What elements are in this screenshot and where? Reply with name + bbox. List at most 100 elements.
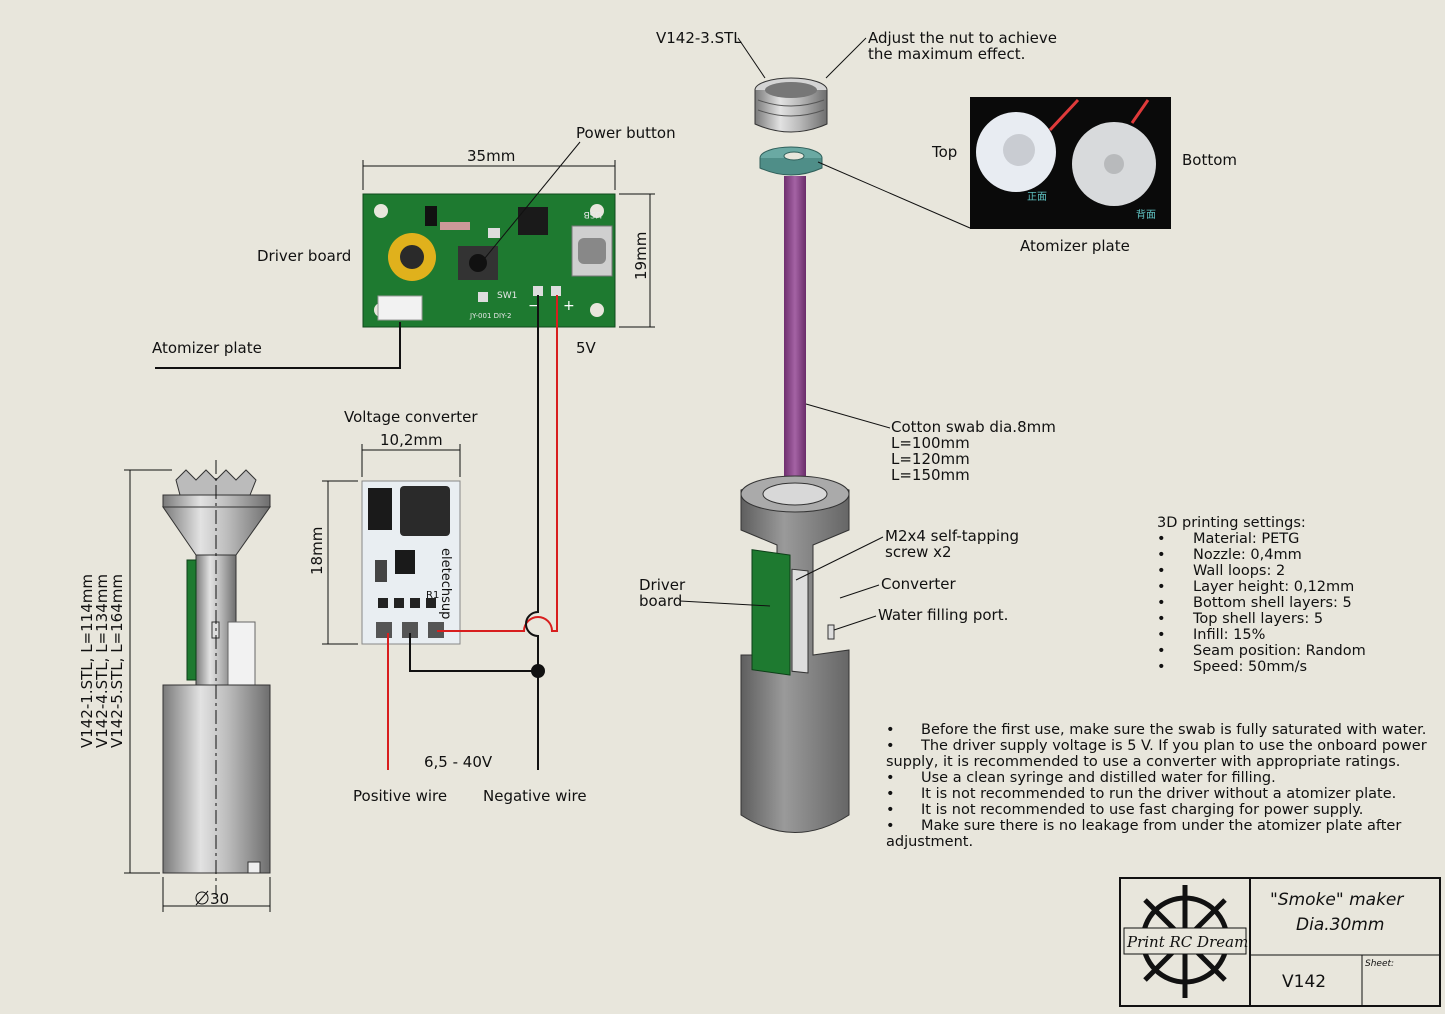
screw-line1: M2x4 self-tapping xyxy=(885,527,1019,545)
plate-top-cn: 正面 xyxy=(1027,192,1047,203)
setting-item: •Nozzle: 0,4mm xyxy=(1157,547,1302,563)
title-line2: Dia.30mm xyxy=(1296,915,1384,935)
v142-3-label: V142-3.STL xyxy=(656,29,742,47)
side-view-assembly xyxy=(162,460,271,895)
setting-item: •Bottom shell layers: 5 xyxy=(1157,595,1352,611)
driver-board-right-line1: Driver xyxy=(639,576,686,594)
mounting-hole xyxy=(374,204,388,218)
negative-wire-label: Negative wire xyxy=(483,787,587,805)
length-label-2: V142-4.STL, L=134mm xyxy=(93,574,111,748)
cotton-swab-leader xyxy=(805,403,891,429)
dim-35mm xyxy=(362,160,616,190)
setting-item: •Top shell layers: 5 xyxy=(1157,611,1324,627)
setting-item: •Wall loops: 2 xyxy=(1157,563,1286,579)
black-ground-wire xyxy=(525,295,539,770)
silk-minus: − xyxy=(528,298,540,314)
note-item: •It is not recommended to use fast charg… xyxy=(886,802,1364,818)
junction-dot xyxy=(531,664,545,678)
driver-board-3d xyxy=(751,549,791,676)
cotton-swab-line2: L=100mm xyxy=(891,434,970,452)
dim-35-label: 35mm xyxy=(467,147,515,165)
voltage-converter-label: Voltage converter xyxy=(344,408,478,426)
power-button-leader xyxy=(484,141,581,259)
silk-usb: USB xyxy=(584,209,602,219)
five-v-label: 5V xyxy=(576,339,597,357)
mounting-hole xyxy=(590,204,604,218)
mounting-hole xyxy=(590,303,604,317)
dim-10-2-label: 10,2mm xyxy=(380,431,443,449)
cotton-swab-line3: L=120mm xyxy=(891,450,970,468)
print-settings-list: •Material: PETG •Nozzle: 0,4mm •Wall loo… xyxy=(1157,531,1366,675)
plate-leader xyxy=(817,161,971,229)
usage-notes: •Before the first use, make sure the swa… xyxy=(886,722,1431,850)
dim-19mm xyxy=(619,193,655,328)
plate-bottom-cn: 背面 xyxy=(1136,208,1156,221)
part-number: V142 xyxy=(1282,972,1326,992)
note-item: •Use a clean syringe and distilled water… xyxy=(886,770,1276,786)
cotton-swab-line4: L=150mm xyxy=(891,466,970,484)
driver-board-label: Driver board xyxy=(257,247,351,265)
converter-leader xyxy=(839,584,880,599)
water-port-leader xyxy=(833,615,877,631)
note-item: •It is not recommended to run the driver… xyxy=(886,786,1397,802)
side-driver-board xyxy=(186,559,197,681)
silk-r1: R1 xyxy=(426,590,439,601)
length-label-1: V142-1.STL, L=114mm xyxy=(78,574,96,748)
note-item: •Before the first use, make sure the swa… xyxy=(886,722,1427,738)
print-settings: 3D printing settings: •Material: PETG •N… xyxy=(1157,515,1366,675)
silk-plus: + xyxy=(563,298,575,314)
setting-item: •Material: PETG xyxy=(1157,531,1300,547)
driver-board-right-leader xyxy=(679,600,771,607)
pad-plus xyxy=(551,286,561,296)
pad-minus xyxy=(533,286,543,296)
setting-item: •Seam position: Random xyxy=(1157,643,1366,659)
converter-ground-wire xyxy=(409,633,538,672)
note-item: •Make sure there is no leakage from unde… xyxy=(886,818,1402,850)
cotton-swab-line1: Cotton swab dia.8mm xyxy=(891,418,1056,436)
setting-item: •Infill: 15% xyxy=(1157,627,1266,643)
silk-model: JY-001 DIY-2 xyxy=(469,312,512,320)
driver-ic xyxy=(518,207,548,235)
cotton-swab xyxy=(784,176,806,476)
screw-leader xyxy=(795,536,884,581)
water-port-3d xyxy=(827,624,835,640)
dim-18-label: 18mm xyxy=(308,527,326,575)
adjust-nut-line1: Adjust the nut to achieve xyxy=(868,29,1057,47)
title-block: Print RC Dream "Smoke" maker Dia.30mm V1… xyxy=(1119,877,1441,1007)
assembly-3d xyxy=(740,77,850,833)
silk-sw1: SW1 xyxy=(497,291,517,301)
converter-label: Converter xyxy=(881,575,957,593)
dim-length xyxy=(124,469,172,874)
positive-wire-label: Positive wire xyxy=(353,787,447,805)
length-label-3: V142-5.STL, L=164mm xyxy=(108,574,126,748)
dim-18mm xyxy=(322,480,358,645)
driver-board-right-line2: board xyxy=(639,592,682,610)
note-item: •The driver supply voltage is 5 V. If yo… xyxy=(886,738,1427,770)
voltage-converter-board: eletechsup R1 xyxy=(361,480,461,645)
print-settings-title: 3D printing settings: xyxy=(1157,515,1306,531)
converter-3d xyxy=(791,568,809,674)
screw-line2: screw x2 xyxy=(885,543,952,561)
top-label: Top xyxy=(931,143,957,161)
title-line1: "Smoke" maker xyxy=(1270,890,1404,910)
setting-item: •Speed: 50mm/s xyxy=(1157,659,1308,675)
side-converter xyxy=(227,621,256,686)
dim-diameter xyxy=(162,877,271,912)
atomizer-connector xyxy=(377,295,423,321)
silk-brand: eletechsup xyxy=(438,548,453,619)
diameter-label: 30 xyxy=(210,890,229,908)
input-voltage-label: 6,5 - 40V xyxy=(424,753,493,771)
adjust-nut-leader xyxy=(825,37,867,79)
driver-board-pcb: USB SW1 JY-001 DIY-2 − + xyxy=(362,193,616,328)
dim-19-label: 19mm xyxy=(632,232,650,280)
logo-text: Print RC Dream xyxy=(1126,933,1248,951)
atomizer-plate-photo: 正面 背面 xyxy=(970,97,1171,229)
atomizer-plate-label: Atomizer plate xyxy=(152,339,262,357)
bottom-label: Bottom xyxy=(1182,151,1237,169)
red-5v-wire xyxy=(437,295,558,632)
v142-3-leader xyxy=(737,37,766,79)
setting-item: •Layer height: 0,12mm xyxy=(1157,579,1355,595)
dim-10-2mm xyxy=(361,444,461,477)
atomizer-photo-caption: Atomizer plate xyxy=(1020,237,1130,255)
